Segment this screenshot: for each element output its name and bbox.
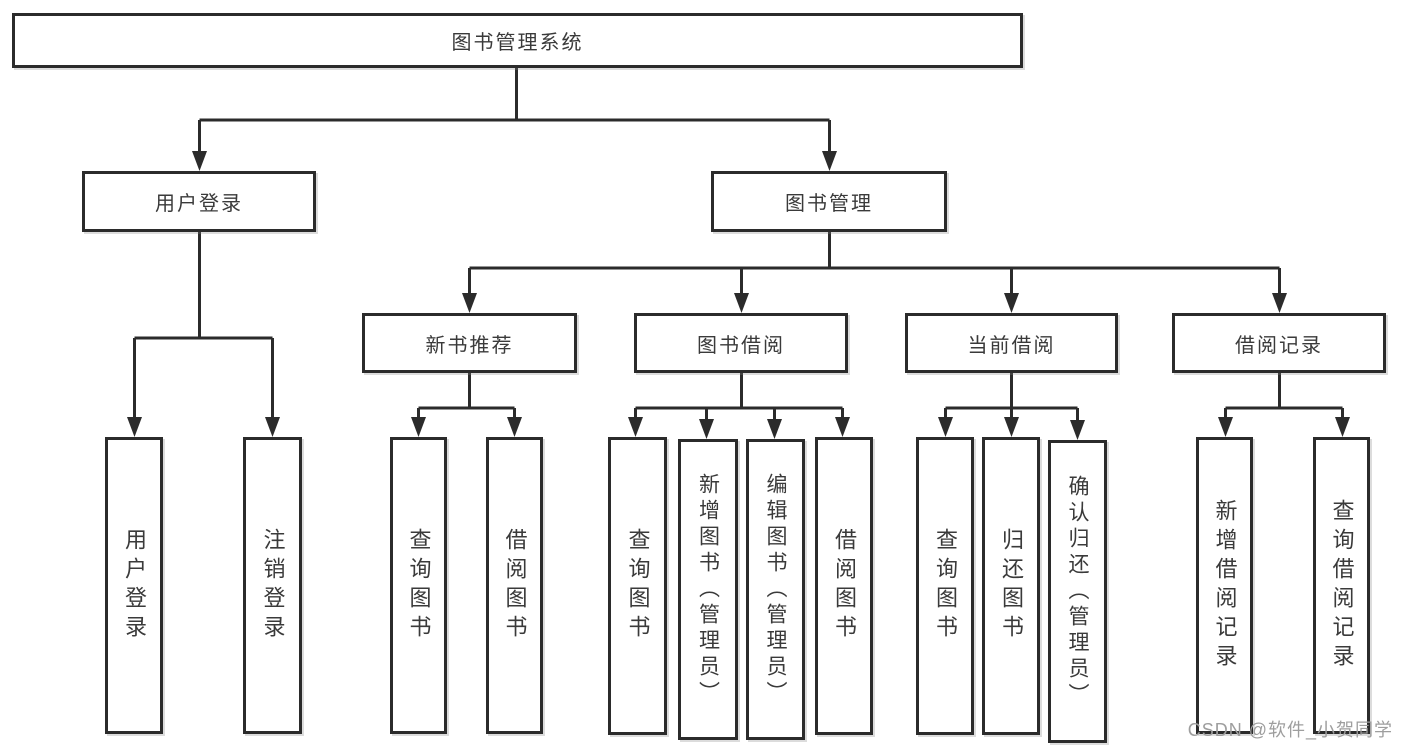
node-new-book-recommendation: 新书推荐 <box>362 313 577 373</box>
leaf-br-query-record: 查询借阅记录 <box>1313 437 1370 734</box>
leaf-br-add-record: 新增借阅记录 <box>1196 437 1253 734</box>
leaf-nbr-query-books: 查询图书 <box>390 437 447 734</box>
leaf-bb-borrow-books: 借阅图书 <box>815 437 873 735</box>
leaf-cb-confirm-return-admin: 确认归还（管理员） <box>1048 440 1107 743</box>
node-library-system: 图书管理系统 <box>12 13 1023 68</box>
leaf-bb-query-books: 查询图书 <box>608 437 667 735</box>
leaf-bb-edit-books-admin: 编辑图书（管理员） <box>746 439 805 740</box>
node-user-login: 用户登录 <box>82 171 316 232</box>
leaf-logout: 注销登录 <box>243 437 302 734</box>
leaf-cb-return-books: 归还图书 <box>982 437 1040 735</box>
watermark: CSDN @软件_小贺同学 <box>1187 720 1393 740</box>
node-borrowing-records: 借阅记录 <box>1172 313 1386 373</box>
leaf-bb-add-books-admin: 新增图书（管理员） <box>678 439 738 740</box>
node-book-borrowing: 图书借阅 <box>634 313 848 373</box>
leaf-cb-query-books: 查询图书 <box>916 437 974 735</box>
node-current-borrowing: 当前借阅 <box>905 313 1118 373</box>
node-book-management: 图书管理 <box>711 171 947 232</box>
leaf-user-login: 用户登录 <box>105 437 163 734</box>
leaf-nbr-borrow-books: 借阅图书 <box>486 437 543 734</box>
